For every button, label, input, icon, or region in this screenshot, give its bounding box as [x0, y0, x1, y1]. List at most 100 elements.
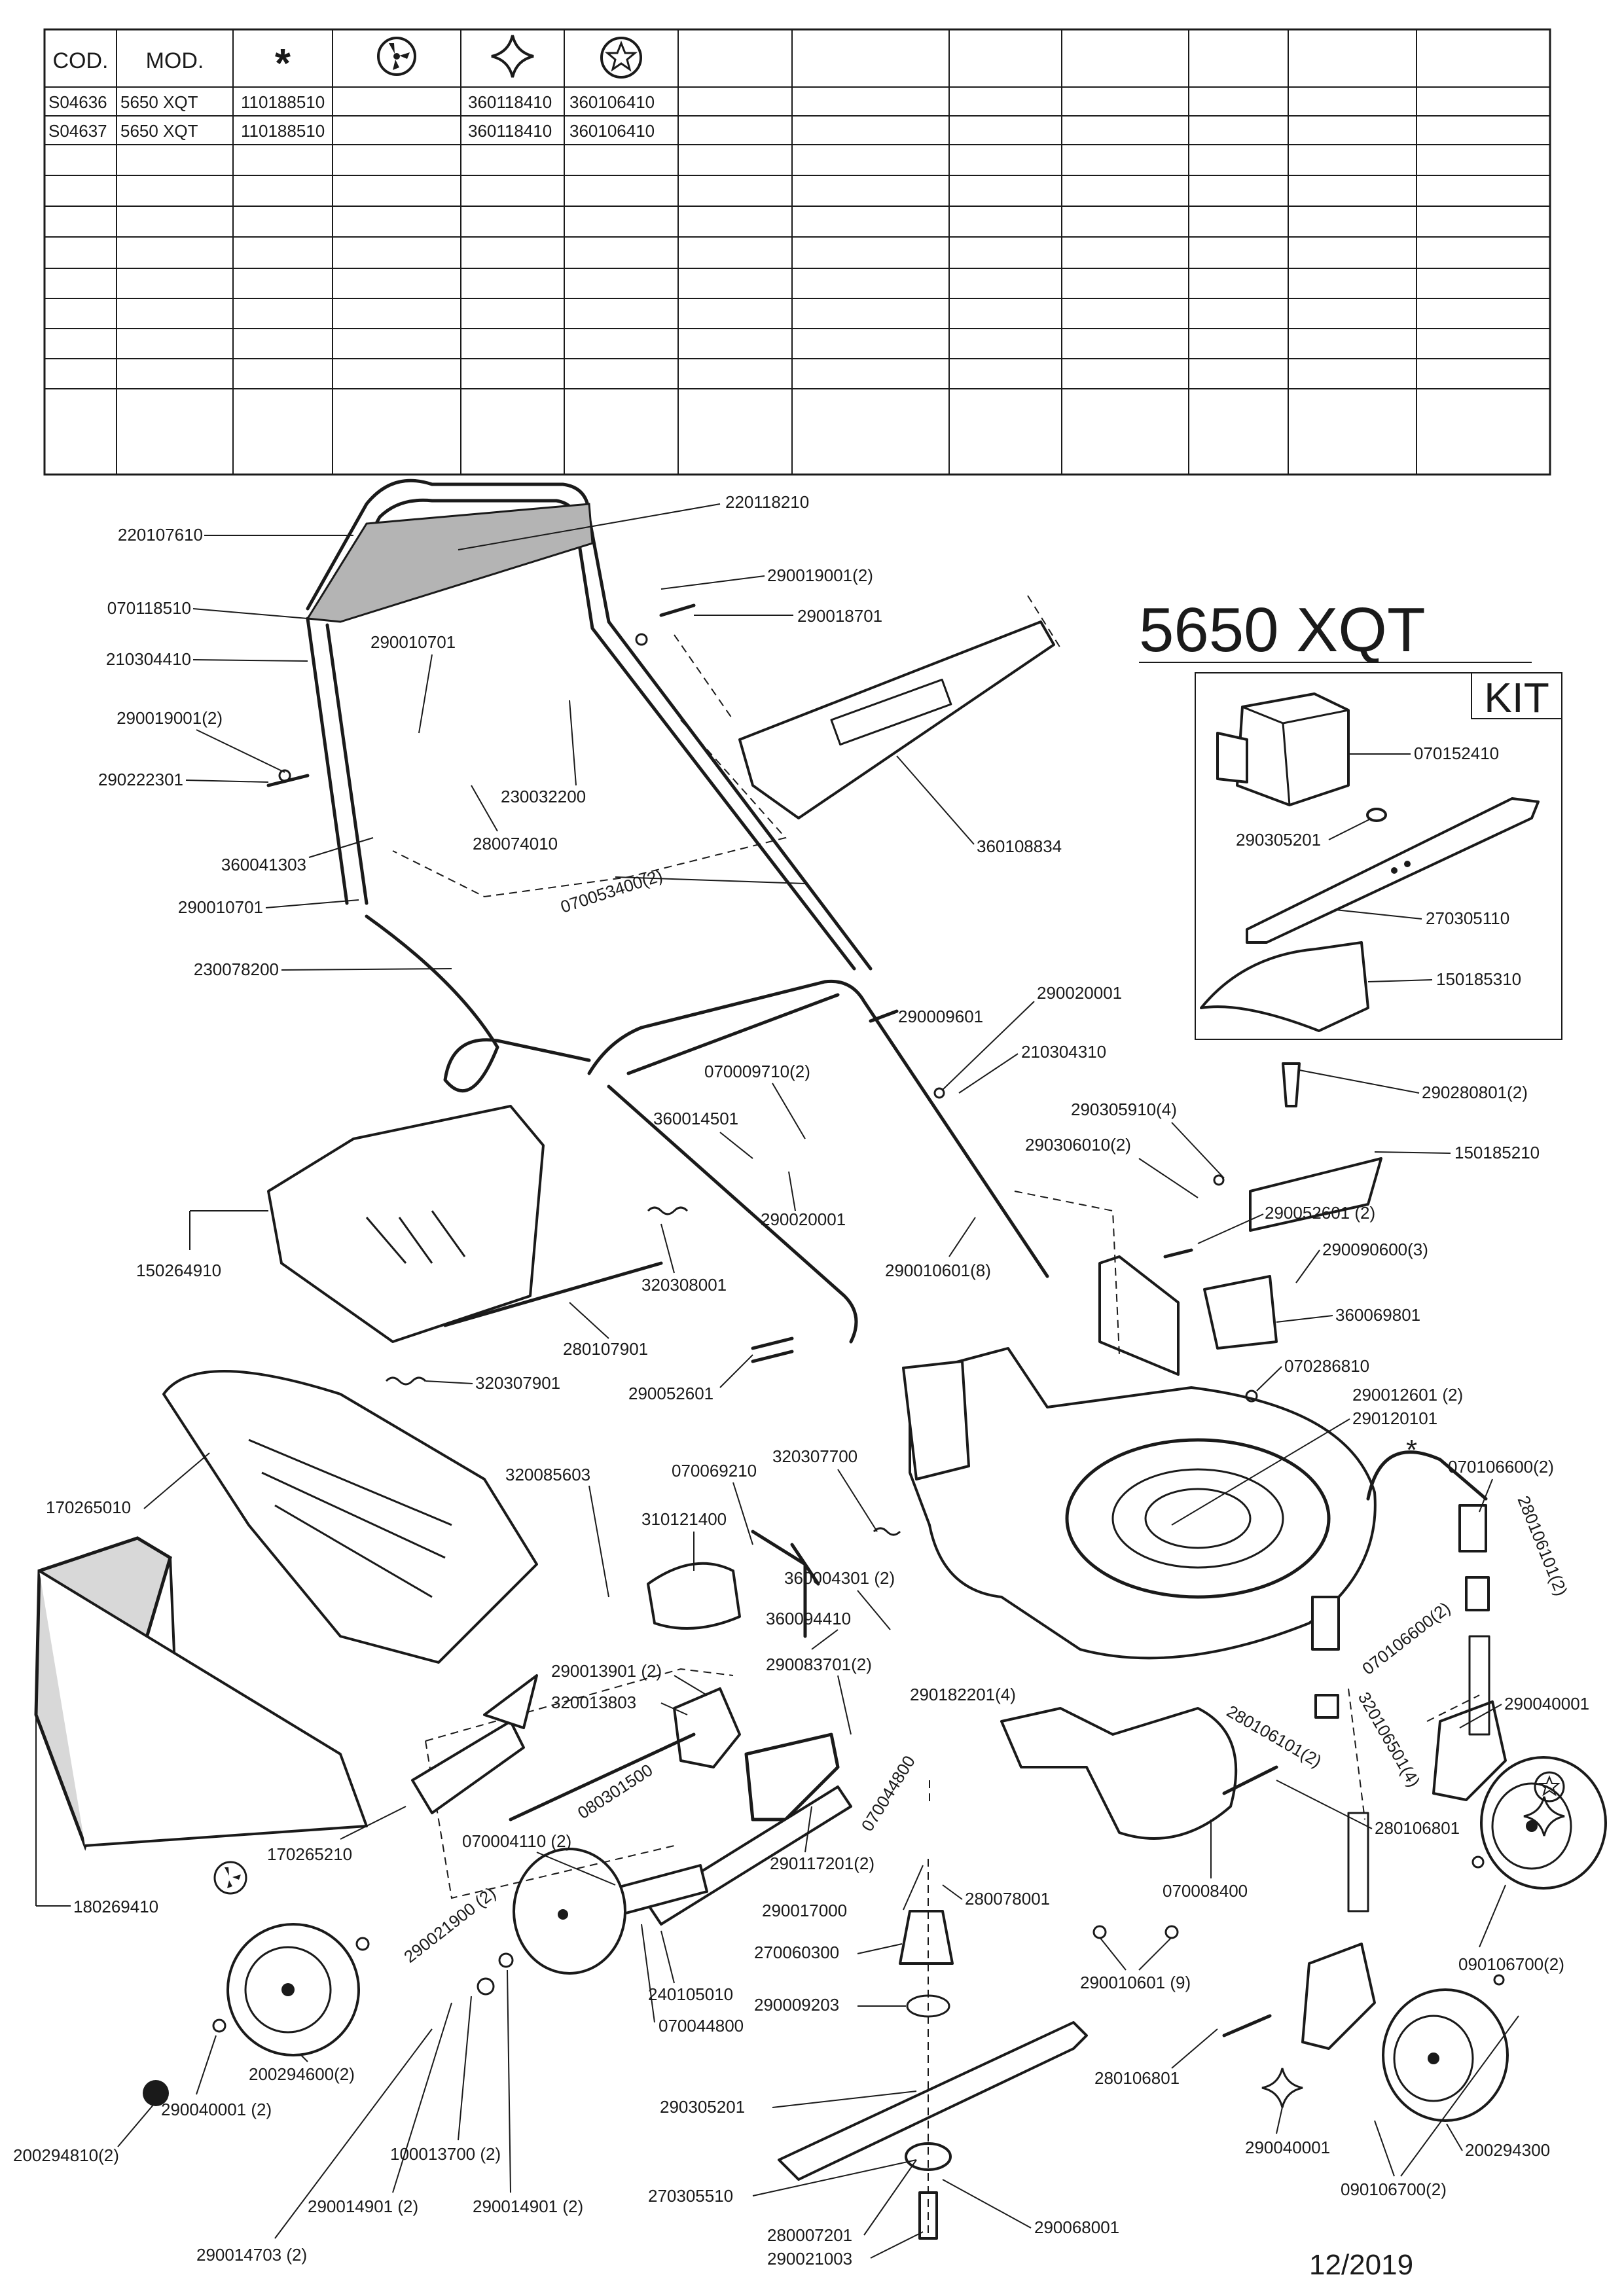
callout-label: 290019001(2) — [117, 708, 223, 728]
callout-label: 290306010(2) — [1025, 1135, 1131, 1155]
callout-label: 070286810 — [1284, 1356, 1369, 1376]
callout-label: 360108834 — [977, 836, 1062, 856]
callout-label: 170265210 — [267, 1844, 352, 1864]
callout-label: 240105010 — [648, 1984, 733, 2004]
callout-label: 070044800 — [659, 2016, 744, 2036]
callout-label: 070004110 (2) — [462, 1831, 571, 1851]
callout-label: 090106700(2) — [1341, 2179, 1447, 2199]
callout-label: 290052601 (2) — [1265, 1203, 1375, 1223]
callout-label: 220107610 — [118, 525, 203, 545]
callout-label: 270060300 — [754, 1943, 839, 1962]
table-header-cod: COD. — [53, 48, 109, 73]
callout-label: 150185210 — [1454, 1143, 1540, 1162]
callout-label: 280106101(2) — [1513, 1493, 1571, 1598]
callout-label: * — [1406, 1434, 1417, 1466]
callout-label: 310121400 — [641, 1509, 727, 1529]
callout-label: 360069801 — [1335, 1305, 1420, 1325]
mulch-plug-part — [1216, 692, 1350, 806]
mower-drawing — [34, 478, 1607, 2240]
callout-label: 090106700(2) — [1458, 1954, 1564, 1974]
callout-label: 320307901 — [475, 1373, 560, 1393]
kit-label: 270305110 — [1426, 908, 1509, 928]
four-point-star-icon — [491, 35, 534, 78]
callout-label: 220118210 — [725, 492, 809, 512]
callout-label: 360004301 (2) — [784, 1568, 895, 1588]
wheel-left-rear — [513, 1848, 626, 1975]
callout-label: 070008400 — [1163, 1881, 1248, 1901]
callout-label: 290040001 — [1245, 2138, 1330, 2157]
table-cell-asterisk: 110188510 — [241, 121, 325, 141]
table-header-asterisk: * — [275, 41, 291, 86]
callout-label: 290017000 — [762, 1901, 847, 1920]
callout-label: 230032200 — [501, 787, 586, 806]
callout-label: 290010701 — [370, 632, 456, 652]
callout-label: 280106801 — [1375, 1818, 1460, 1838]
callout-label: 280007201 — [767, 2225, 852, 2245]
callout-label: 290021900 (2) — [400, 1883, 499, 1967]
callout-label: 210304410 — [106, 649, 191, 669]
upper-handle-part — [306, 478, 873, 971]
callout-label: 200294600(2) — [249, 2064, 355, 2084]
table-cell-star5: 360106410 — [569, 121, 655, 141]
callout-label: 290010601(8) — [885, 1261, 991, 1280]
revision-date: 12/2019 — [1309, 2249, 1413, 2281]
callout-label: 290305201 — [660, 2097, 745, 2117]
callout-label: 290013901 (2) — [551, 1661, 662, 1681]
callout-label: 200294810(2) — [13, 2145, 119, 2165]
callout-label: 290012601 (2) — [1352, 1385, 1463, 1405]
callout-label: 360041303 — [221, 855, 306, 874]
callout-label: 290117201(2) — [770, 1854, 875, 1873]
callout-label: 290021003 — [767, 2249, 852, 2269]
callout-label: 210304310 — [1021, 1042, 1106, 1062]
wheel-right-front — [1382, 1988, 1509, 2122]
callout-label: 290019001(2) — [767, 565, 873, 585]
kit-title: KIT — [1484, 674, 1549, 721]
callout-label: 290020001 — [1037, 983, 1122, 1003]
wheel-right-rear — [1480, 1756, 1607, 1890]
callout-label: 320308001 — [641, 1275, 727, 1295]
callout-label: 100013700 (2) — [390, 2144, 501, 2164]
callout-label: 290083701(2) — [766, 1655, 872, 1674]
kit-label: 070152410 — [1414, 744, 1499, 763]
kit-label: 290305201 — [1236, 830, 1321, 850]
callout-label: 290014901 (2) — [308, 2197, 418, 2216]
callout-label: 150264910 — [136, 1261, 221, 1280]
callout-label: 280074010 — [473, 834, 558, 853]
callout-label: 280106801 — [1094, 2068, 1180, 2088]
table-cell-cod: S04637 — [48, 121, 107, 141]
callout-label: 290020001 — [761, 1210, 846, 1229]
callout-label: 290222301 — [98, 770, 183, 789]
callout-label: 280106101(2) — [1223, 1701, 1325, 1771]
callout-label: 290009601 — [898, 1007, 983, 1026]
blade-hub-icon — [377, 37, 416, 76]
callout-label: 070069210 — [672, 1461, 757, 1480]
callout-label: 320013803 — [551, 1693, 636, 1712]
callout-label: 280078001 — [965, 1889, 1050, 1909]
parts-table: COD. MOD. * S04636 5650 XQT 110188510 36… — [43, 28, 1551, 476]
table-cell-star4: 360118410 — [468, 92, 552, 112]
five-point-star-icon — [600, 37, 642, 79]
callout-label: 290182201(4) — [910, 1685, 1016, 1704]
callout-label: 290010701 — [178, 897, 263, 917]
callout-label: 200294300 — [1465, 2140, 1550, 2160]
callout-label: 070009710(2) — [704, 1062, 810, 1081]
callout-label: 290009203 — [754, 1995, 839, 2015]
callout-label: 290014901 (2) — [473, 2197, 583, 2216]
model-title: 5650 XQT — [1139, 595, 1426, 665]
callout-label: 290040001 — [1504, 1694, 1589, 1713]
callout-label: 070106600(2) — [1358, 1598, 1454, 1678]
callout-label: 290052601 — [628, 1384, 713, 1403]
table-cell-star4: 360118410 — [468, 121, 552, 141]
table-cell-star5: 360106410 — [569, 92, 655, 112]
callout-label: 290018701 — [797, 606, 882, 626]
callout-label: 280107901 — [563, 1339, 648, 1359]
callout-label: 290068001 — [1034, 2217, 1119, 2237]
callout-label: 180269410 — [73, 1897, 158, 1916]
callout-label: 070044800 — [857, 1752, 919, 1835]
callout-label: 290305910(4) — [1071, 1100, 1177, 1119]
callout-label: 320106501(4) — [1354, 1689, 1424, 1790]
table-cell-mod: 5650 XQT — [120, 92, 198, 112]
table-header-mod: MOD. — [146, 48, 204, 73]
callout-label: 320085603 — [505, 1465, 590, 1484]
